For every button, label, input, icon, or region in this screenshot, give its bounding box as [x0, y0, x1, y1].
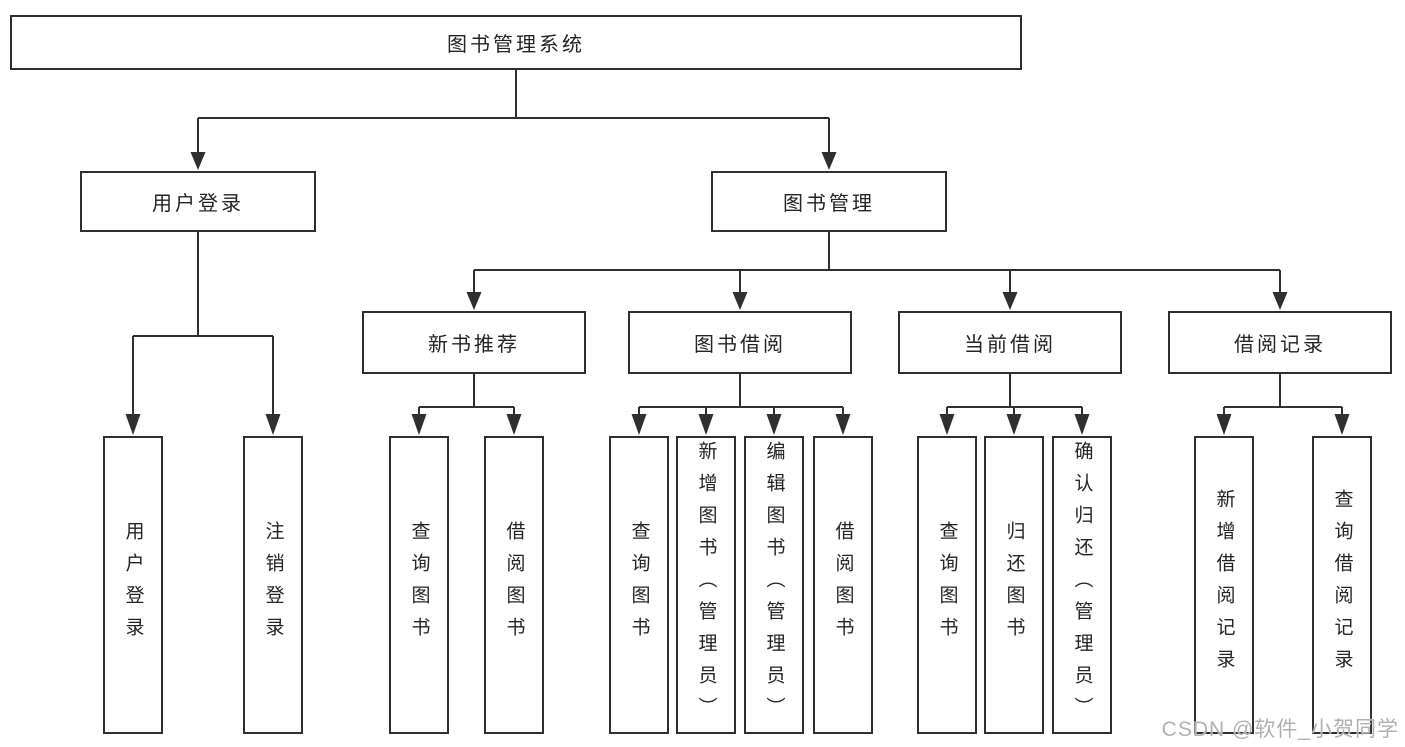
node-current-borrowing-label: 当前借阅 — [964, 334, 1056, 356]
leaf-logout: 注销登录 — [243, 436, 303, 734]
leaf-add-books-admin: 新增图书（管理员） — [676, 436, 736, 734]
node-new-book-recommend: 新书推荐 — [362, 311, 586, 374]
leaf-query-books-borrowing-label: 查询图书 — [628, 521, 650, 649]
csdn-watermark: CSDN @软件_小贺同学 — [1161, 718, 1399, 741]
node-user-login-branch: 用户登录 — [80, 171, 316, 232]
leaf-query-borrow-record: 查询借阅记录 — [1312, 436, 1372, 734]
leaf-return-books: 归还图书 — [984, 436, 1044, 734]
leaf-query-borrow-record-label: 查询借阅记录 — [1331, 489, 1353, 681]
leaf-query-books-recommend-label: 查询图书 — [408, 521, 430, 649]
leaf-borrow-books-recommend-label: 借阅图书 — [503, 521, 525, 649]
leaf-add-borrow-record: 新增借阅记录 — [1194, 436, 1254, 734]
leaf-edit-books-admin: 编辑图书（管理员） — [744, 436, 804, 734]
node-book-management: 图书管理 — [711, 171, 947, 232]
leaf-user-login-label: 用户登录 — [122, 521, 144, 649]
node-book-borrowing-label: 图书借阅 — [694, 334, 786, 356]
leaf-add-books-admin-label: 新增图书（管理员） — [695, 441, 717, 729]
leaf-edit-books-admin-label: 编辑图书（管理员） — [763, 441, 785, 729]
node-library-system-label: 图书管理系统 — [447, 34, 585, 56]
arrow-heads — [125, 152, 1350, 435]
node-current-borrowing: 当前借阅 — [898, 311, 1122, 374]
node-user-login-label: 用户登录 — [152, 193, 244, 215]
leaf-query-books-recommend: 查询图书 — [389, 436, 449, 734]
leaf-query-books-current: 查询图书 — [917, 436, 977, 734]
leaf-logout-label: 注销登录 — [262, 521, 284, 649]
leaf-user-login: 用户登录 — [103, 436, 163, 734]
node-book-management-label: 图书管理 — [783, 193, 875, 215]
leaf-borrow-books-borrowing: 借阅图书 — [813, 436, 873, 734]
leaf-return-books-label: 归还图书 — [1003, 521, 1025, 649]
leaf-borrow-books-borrowing-label: 借阅图书 — [832, 521, 854, 649]
leaf-confirm-return-admin-label: 确认归还（管理员） — [1071, 441, 1093, 729]
node-borrowing-records-label: 借阅记录 — [1234, 334, 1326, 356]
leaf-borrow-books-recommend: 借阅图书 — [484, 436, 544, 734]
leaf-add-borrow-record-label: 新增借阅记录 — [1213, 489, 1235, 681]
leaf-query-books-current-label: 查询图书 — [936, 521, 958, 649]
leaf-confirm-return-admin: 确认归还（管理员） — [1052, 436, 1112, 734]
node-new-book-recommend-label: 新书推荐 — [428, 334, 520, 356]
node-library-system: 图书管理系统 — [10, 15, 1022, 70]
node-book-borrowing: 图书借阅 — [628, 311, 852, 374]
node-borrowing-records: 借阅记录 — [1168, 311, 1392, 374]
leaf-query-books-borrowing: 查询图书 — [609, 436, 669, 734]
